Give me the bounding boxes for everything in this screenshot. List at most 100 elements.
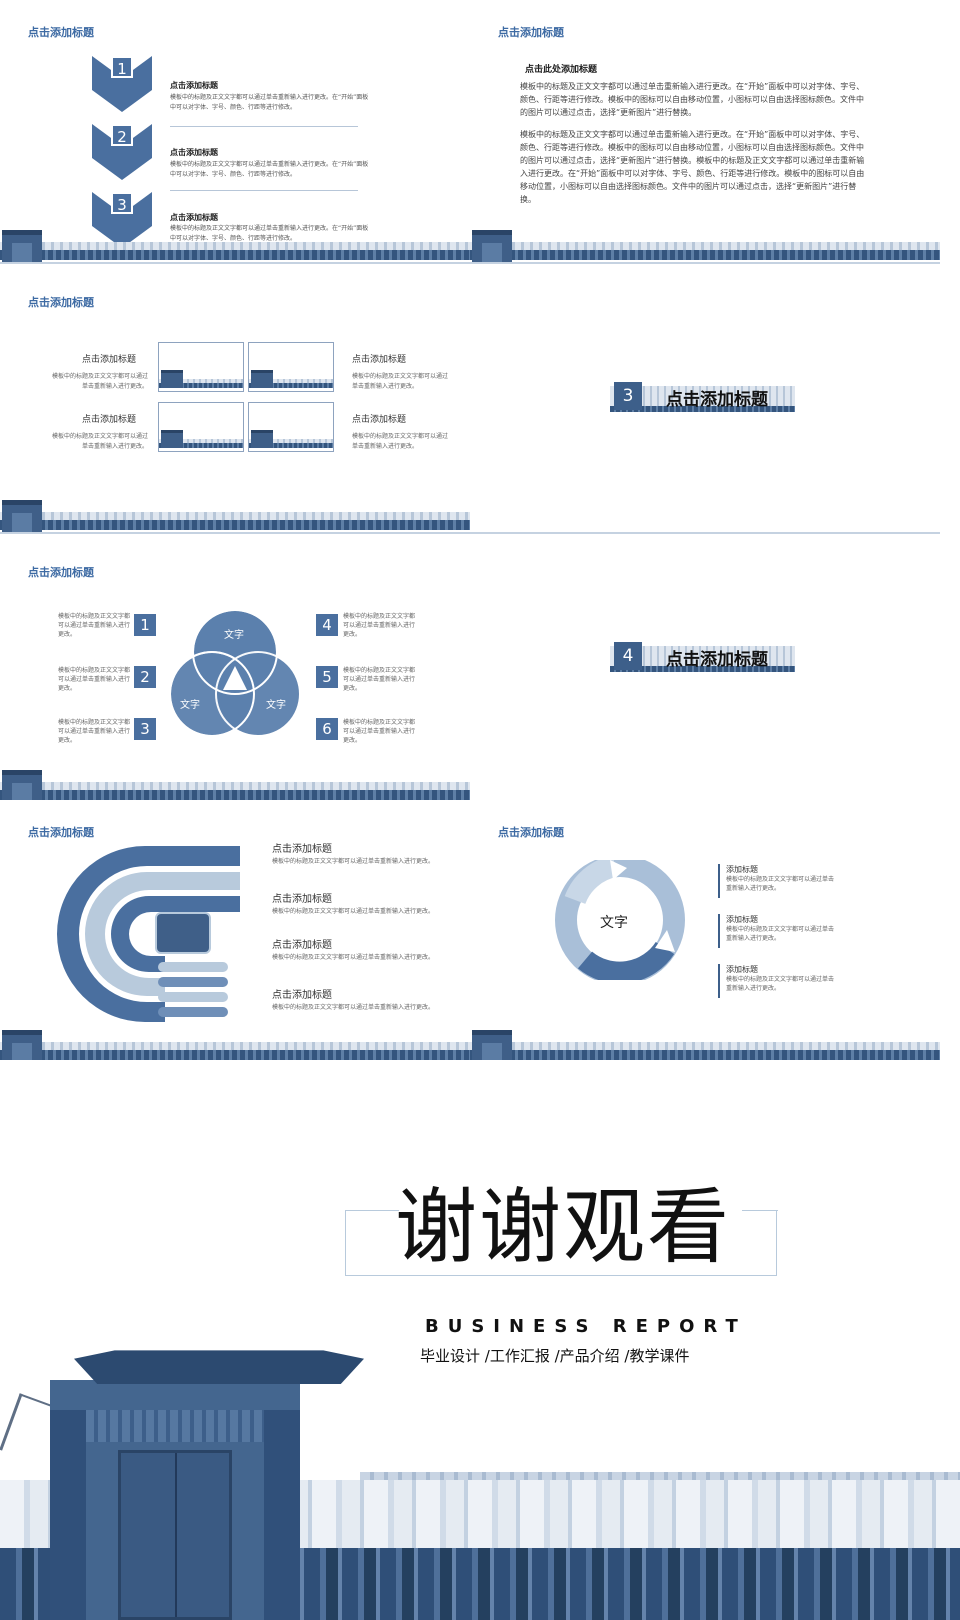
title-frame (345, 1210, 777, 1276)
pill-bar (158, 992, 228, 1002)
slide-title: 点击添加标题 (28, 296, 94, 309)
item-body: 模板中的标题及正文文字都可以通过单击重新输入进行更改。 (343, 613, 416, 638)
slide-1-steps[interactable]: 点击添加标题 1 点击添加标题 模板中的标题及正文文字都可以通过单击重新输入进行… (0, 0, 470, 270)
item-heading: 点击添加标题 (352, 415, 407, 425)
slide-title: 点击添加标题 (28, 26, 94, 39)
slide-title: 点击添加标题 (28, 826, 94, 839)
item-body: 模板中的标题及正文文字都可以通过单击重新输入进行更改。 (352, 433, 449, 450)
item-number: 3 (134, 718, 156, 740)
item-heading: 添加标题 (726, 865, 758, 874)
step-body: 模板中的标题及正文文字都可以通过单击重新输入进行更改。在“开始”面板中可以对字体… (170, 225, 369, 242)
divider (170, 126, 358, 127)
pill-bar (158, 977, 228, 987)
cycle-diagram (555, 860, 685, 980)
chevron-step-1: 1 (92, 56, 152, 112)
gate-roof (74, 1350, 364, 1384)
closing-subtitle: 毕业设计 /工作汇报 /产品介绍 /教学课件 (420, 1347, 690, 1365)
step-number: 2 (111, 124, 133, 146)
venn-label: 文字 (180, 700, 200, 711)
frame-line (345, 1210, 399, 1211)
item-body: 模板中的标题及正文文字都可以通过单击重新输入进行更改。 (272, 858, 435, 865)
gate-door (118, 1450, 232, 1620)
venn-diagram (169, 610, 301, 737)
item-body: 模板中的标题及正文文字都可以通过单击重新输入进行更改。 (272, 908, 435, 915)
section-number: 4 (614, 642, 642, 670)
slide-title: 点击添加标题 (498, 826, 564, 839)
item-body: 模板中的标题及正文文字都可以通过单击重新输入进行更改。 (58, 719, 131, 744)
wall-decoration (0, 500, 470, 534)
wall-cap (360, 1472, 960, 1482)
slide-title: 点击添加标题 (28, 566, 94, 579)
wall-decoration (470, 230, 940, 264)
slide-6-section[interactable]: 4 点击添加标题 (470, 540, 940, 810)
image-placeholder[interactable] (155, 912, 211, 954)
arc-diagram (57, 846, 240, 1022)
slide-4-section[interactable]: 3 点击添加标题 (470, 270, 940, 540)
item-body: 模板中的标题及正文文字都可以通过单击重新输入进行更改。 (343, 667, 416, 692)
wall-decoration (0, 770, 470, 804)
slide-3-image-grid[interactable]: 点击添加标题 点击添加标题 模板中的标题及正文文字都可以通过单击重新输入进行更改… (0, 270, 470, 540)
slide-8-cycle[interactable]: 点击添加标题 文字 添加标题 模板中的标题及正文文字都可以通过单击重新输入进行更… (470, 800, 940, 1070)
item-body: 模板中的标题及正文文字都可以通过单击重新输入进行更改。 (343, 719, 416, 744)
item-body: 模板中的标题及正文文字都可以通过单击重新输入进行更改。 (352, 373, 449, 390)
item-body: 模板中的标题及正文文字都可以通过单击重新输入进行更改。 (726, 926, 835, 942)
chevron-step-3: 3 (92, 192, 152, 248)
image-placeholder[interactable] (158, 402, 244, 452)
step-body: 模板中的标题及正文文字都可以通过单击重新输入进行更改。在“开始”面板中可以对字体… (170, 94, 369, 111)
item-heading: 点击添加标题 (272, 990, 332, 1001)
wall-decoration (470, 1030, 940, 1064)
item-number: 6 (316, 718, 338, 740)
item-body: 模板中的标题及正文文字都可以通过单击重新输入进行更改。 (726, 876, 835, 892)
item-body: 模板中的标题及正文文字都可以通过单击重新输入进行更改。 (58, 613, 131, 638)
wall-decoration (0, 1030, 470, 1064)
closing-slide[interactable]: 谢谢观看 BUSINESS REPORT 毕业设计 /工作汇报 /产品介绍 /教… (0, 1060, 960, 1620)
item-heading: 点击添加标题 (82, 355, 137, 365)
gate-pillar (264, 1410, 300, 1620)
item-heading: 添加标题 (726, 965, 758, 974)
section-banner: 4 点击添加标题 (610, 640, 795, 672)
step-heading: 点击添加标题 (170, 148, 218, 157)
step-number: 3 (111, 192, 133, 214)
item-number: 2 (134, 666, 156, 688)
gate-illustration (50, 1350, 364, 1620)
image-placeholder[interactable] (248, 402, 334, 452)
item-body: 模板中的标题及正文文字都可以通过单击重新输入进行更改。 (272, 1004, 435, 1011)
item-body: 模板中的标题及正文文字都可以通过单击重新输入进行更改。 (726, 976, 835, 992)
image-placeholder[interactable] (158, 342, 244, 392)
slide-title: 点击添加标题 (498, 26, 564, 39)
item-number: 4 (316, 614, 338, 636)
item-heading: 点击添加标题 (352, 355, 407, 365)
slide-2-text[interactable]: 点击添加标题 点击此处添加标题 模板中的标题及正文文字都可以通过单击重新输入进行… (470, 0, 940, 270)
item-accent-bar (718, 864, 720, 898)
slide-5-venn[interactable]: 点击添加标题 模板中的标题及正文文字都可以通过单击重新输入进行更改。 1 模板中… (0, 540, 470, 810)
step-number: 1 (111, 56, 133, 78)
thanks-title: 谢谢观看 (395, 1180, 732, 1275)
item-heading: 点击添加标题 (82, 415, 137, 425)
item-accent-bar (718, 914, 720, 948)
chevron-step-2: 2 (92, 124, 152, 180)
item-body: 模板中的标题及正文文字都可以通过单击重新输入进行更改。 (58, 667, 131, 692)
item-body: 模板中的标题及正文文字都可以通过单击重新输入进行更改。 (272, 954, 435, 961)
item-number: 5 (316, 666, 338, 688)
item-accent-bar (718, 964, 720, 998)
slide-7-arc[interactable]: 点击添加标题 点击添加标题 模板中的标题及正文文字都可以通过单击重新输入进行更改… (0, 800, 470, 1070)
image-placeholder[interactable] (248, 342, 334, 392)
item-heading: 点击添加标题 (272, 894, 332, 905)
section-number: 3 (614, 382, 642, 410)
gate-lintel (86, 1410, 264, 1442)
paragraph-2: 模板中的标题及正文文字都可以通过单击重新输入进行更改。在“开始”面板中可以对字体… (520, 130, 865, 204)
pill-bar (158, 962, 228, 972)
section-title: 点击添加标题 (666, 650, 768, 670)
venn-label: 文字 (224, 630, 244, 641)
frame-line (742, 1210, 778, 1211)
item-number: 1 (134, 614, 156, 636)
wall-line (470, 770, 940, 804)
section-banner: 3 点击添加标题 (610, 380, 795, 412)
item-body: 模板中的标题及正文文字都可以通过单击重新输入进行更改。 (51, 373, 148, 390)
step-heading: 点击添加标题 (170, 213, 218, 222)
item-heading: 点击添加标题 (272, 940, 332, 951)
section-title: 点击添加标题 (666, 390, 768, 410)
wall-line (470, 500, 940, 534)
item-heading: 添加标题 (726, 915, 758, 924)
item-heading: 点击添加标题 (272, 844, 332, 855)
